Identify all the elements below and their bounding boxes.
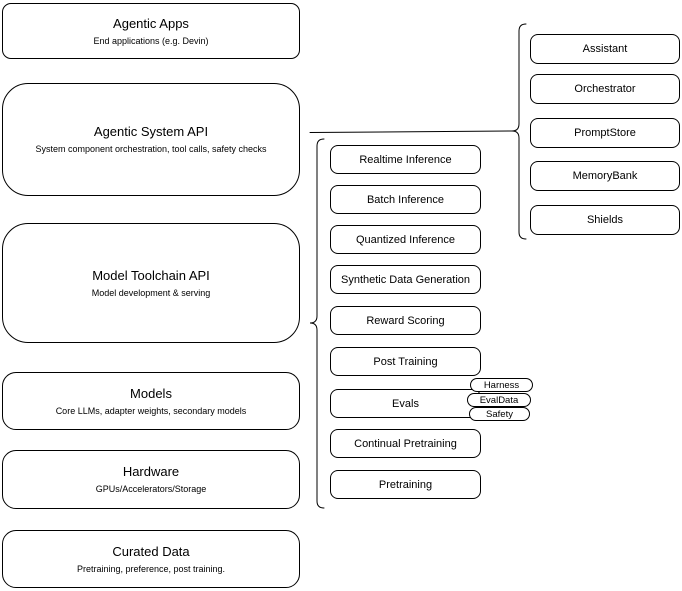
node-reward-scoring: Reward Scoring xyxy=(330,306,481,335)
node-subtitle: System component orchestration, tool cal… xyxy=(35,144,267,154)
node-pretraining: Pretraining xyxy=(330,470,481,499)
node-label: Shields xyxy=(586,214,624,226)
node-title: Curated Data xyxy=(112,543,190,559)
node-label: Quantized Inference xyxy=(355,233,456,246)
brace-system-components-group xyxy=(511,23,527,240)
node-memorybank: MemoryBank xyxy=(530,161,680,191)
brace-toolchain-group xyxy=(309,138,325,509)
node-label: Reward Scoring xyxy=(366,314,445,327)
node-agentic-system-api: Agentic System API System component orch… xyxy=(2,83,300,196)
node-label: Batch Inference xyxy=(366,193,445,206)
node-synthetic-data-generation: Synthetic Data Generation xyxy=(330,265,481,294)
node-subtitle: Model development & serving xyxy=(91,287,211,298)
node-realtime-inference: Realtime Inference xyxy=(330,145,481,174)
connector-system-api-line xyxy=(309,130,513,133)
node-assistant: Assistant xyxy=(530,34,680,64)
node-evals: Evals xyxy=(330,389,481,418)
node-label: Continual Pretraining xyxy=(354,437,457,450)
tag-evaldata: EvalData xyxy=(467,393,531,407)
tag-label: Safety xyxy=(486,408,513,420)
node-label: MemoryBank xyxy=(572,170,638,182)
node-subtitle: GPUs/Accelerators/Storage xyxy=(95,484,207,494)
node-subtitle: End applications (e.g. Devin) xyxy=(93,35,209,46)
node-shields: Shields xyxy=(530,205,680,235)
node-hardware: Hardware GPUs/Accelerators/Storage xyxy=(2,450,300,509)
node-quantized-inference: Quantized Inference xyxy=(330,225,481,254)
node-label: Post Training xyxy=(373,355,438,368)
node-title: Models xyxy=(130,385,172,401)
node-label: Evals xyxy=(392,397,419,410)
node-label: PromptStore xyxy=(574,127,636,139)
tag-harness: Harness xyxy=(470,378,533,392)
node-orchestrator: Orchestrator xyxy=(530,74,680,104)
node-post-training: Post Training xyxy=(330,347,481,376)
node-batch-inference: Batch Inference xyxy=(330,185,481,214)
tag-safety: Safety xyxy=(469,407,530,421)
node-title: Agentic System API xyxy=(93,124,209,139)
node-label: Synthetic Data Generation xyxy=(340,273,471,286)
node-continual-pretraining: Continual Pretraining xyxy=(330,429,481,458)
node-label: Realtime Inference xyxy=(359,153,452,166)
node-promptstore: PromptStore xyxy=(530,118,680,148)
node-model-toolchain-api: Model Toolchain API Model development & … xyxy=(2,223,300,343)
node-label: Orchestrator xyxy=(574,83,636,95)
node-title: Agentic Apps xyxy=(113,15,189,31)
node-label: Pretraining xyxy=(378,478,433,491)
node-title: Hardware xyxy=(122,464,180,479)
node-title: Model Toolchain API xyxy=(92,267,210,283)
node-subtitle: Pretraining, preference, post training. xyxy=(76,563,226,574)
tag-label: EvalData xyxy=(479,394,519,406)
node-label: Assistant xyxy=(582,43,628,55)
node-curated-data: Curated Data Pretraining, preference, po… xyxy=(2,530,300,588)
node-agentic-apps: Agentic Apps End applications (e.g. Devi… xyxy=(2,3,300,59)
node-models: Models Core LLMs, adapter weights, secon… xyxy=(2,372,300,430)
tag-label: Harness xyxy=(483,379,520,391)
node-subtitle: Core LLMs, adapter weights, secondary mo… xyxy=(55,405,247,416)
